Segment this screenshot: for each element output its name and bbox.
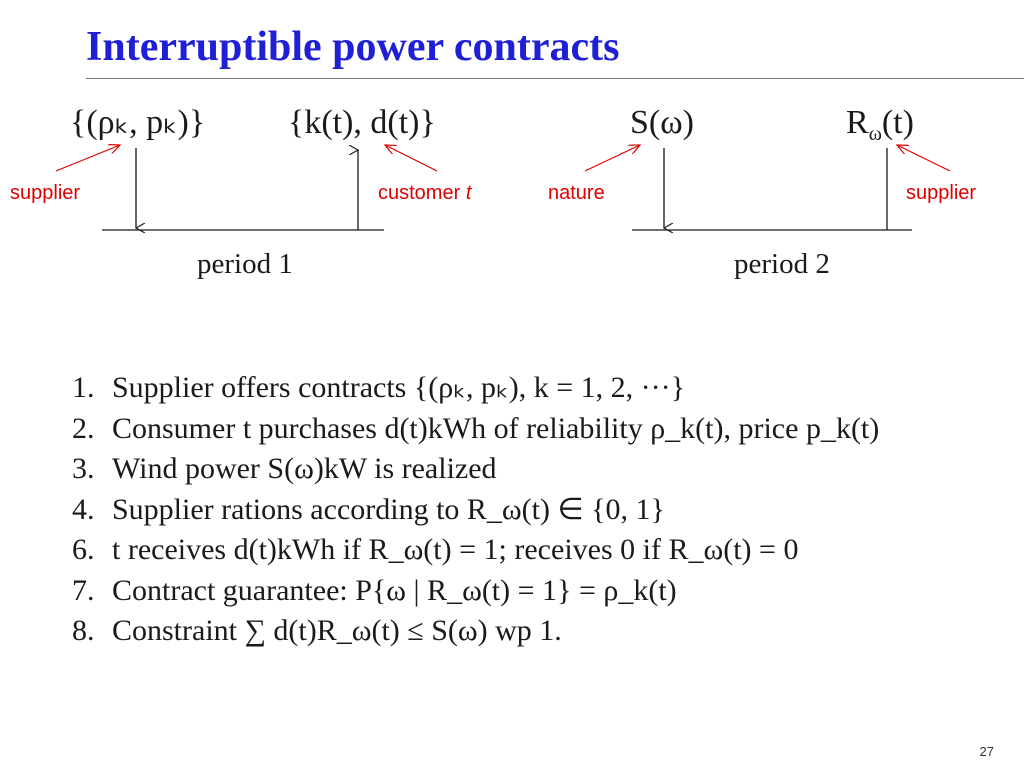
- supplier-pointer-arrow: [55, 145, 120, 172]
- supplier2-label: supplier: [906, 182, 976, 204]
- period2-ration-formula: Rω(t): [846, 104, 914, 145]
- customer-pointer-arrow: [385, 145, 438, 172]
- list-item: 8.Constraint ∑ d(t)R_ω(t) ≤ S(ω) wp 1.: [72, 614, 562, 647]
- title-divider: [86, 78, 1024, 79]
- period2-wind-formula: S(ω): [630, 104, 694, 141]
- nature-pointer-arrow: [584, 145, 640, 172]
- period1-offer-formula: {(ρₖ, pₖ)}: [70, 104, 205, 141]
- period1-label: period 1: [197, 248, 293, 280]
- timeline-diagram: {(ρₖ, pₖ)} {k(t), d(t)} S(ω) Rω(t) suppl…: [10, 104, 976, 280]
- list-item: 4.Supplier rations according to R_ω(t) ∈…: [72, 492, 665, 526]
- list-item: 7.Contract guarantee: P{ω | R_ω(t) = 1} …: [72, 573, 677, 607]
- period1-purchase-formula: {k(t), d(t)}: [288, 104, 436, 141]
- nature-label: nature: [548, 182, 605, 204]
- period2-label: period 2: [734, 248, 830, 280]
- page-number: 27: [979, 744, 994, 759]
- list-item: 3.Wind power S(ω)kW is realized: [72, 452, 497, 485]
- supplier-label: supplier: [10, 182, 80, 204]
- supplier2-pointer-arrow: [897, 145, 951, 172]
- list-item: 2.Consumer t purchases d(t)kWh of reliab…: [72, 411, 880, 445]
- list-item: 1.Supplier offers contracts {(ρₖ, pₖ), k…: [72, 371, 686, 404]
- slide-title: Interruptible power contracts: [86, 24, 620, 70]
- steps-list: 1.Supplier offers contracts {(ρₖ, pₖ), k…: [72, 368, 879, 652]
- customer-label: customer t: [378, 182, 473, 204]
- list-item: 6.t receives d(t)kWh if R_ω(t) = 1; rece…: [72, 533, 799, 566]
